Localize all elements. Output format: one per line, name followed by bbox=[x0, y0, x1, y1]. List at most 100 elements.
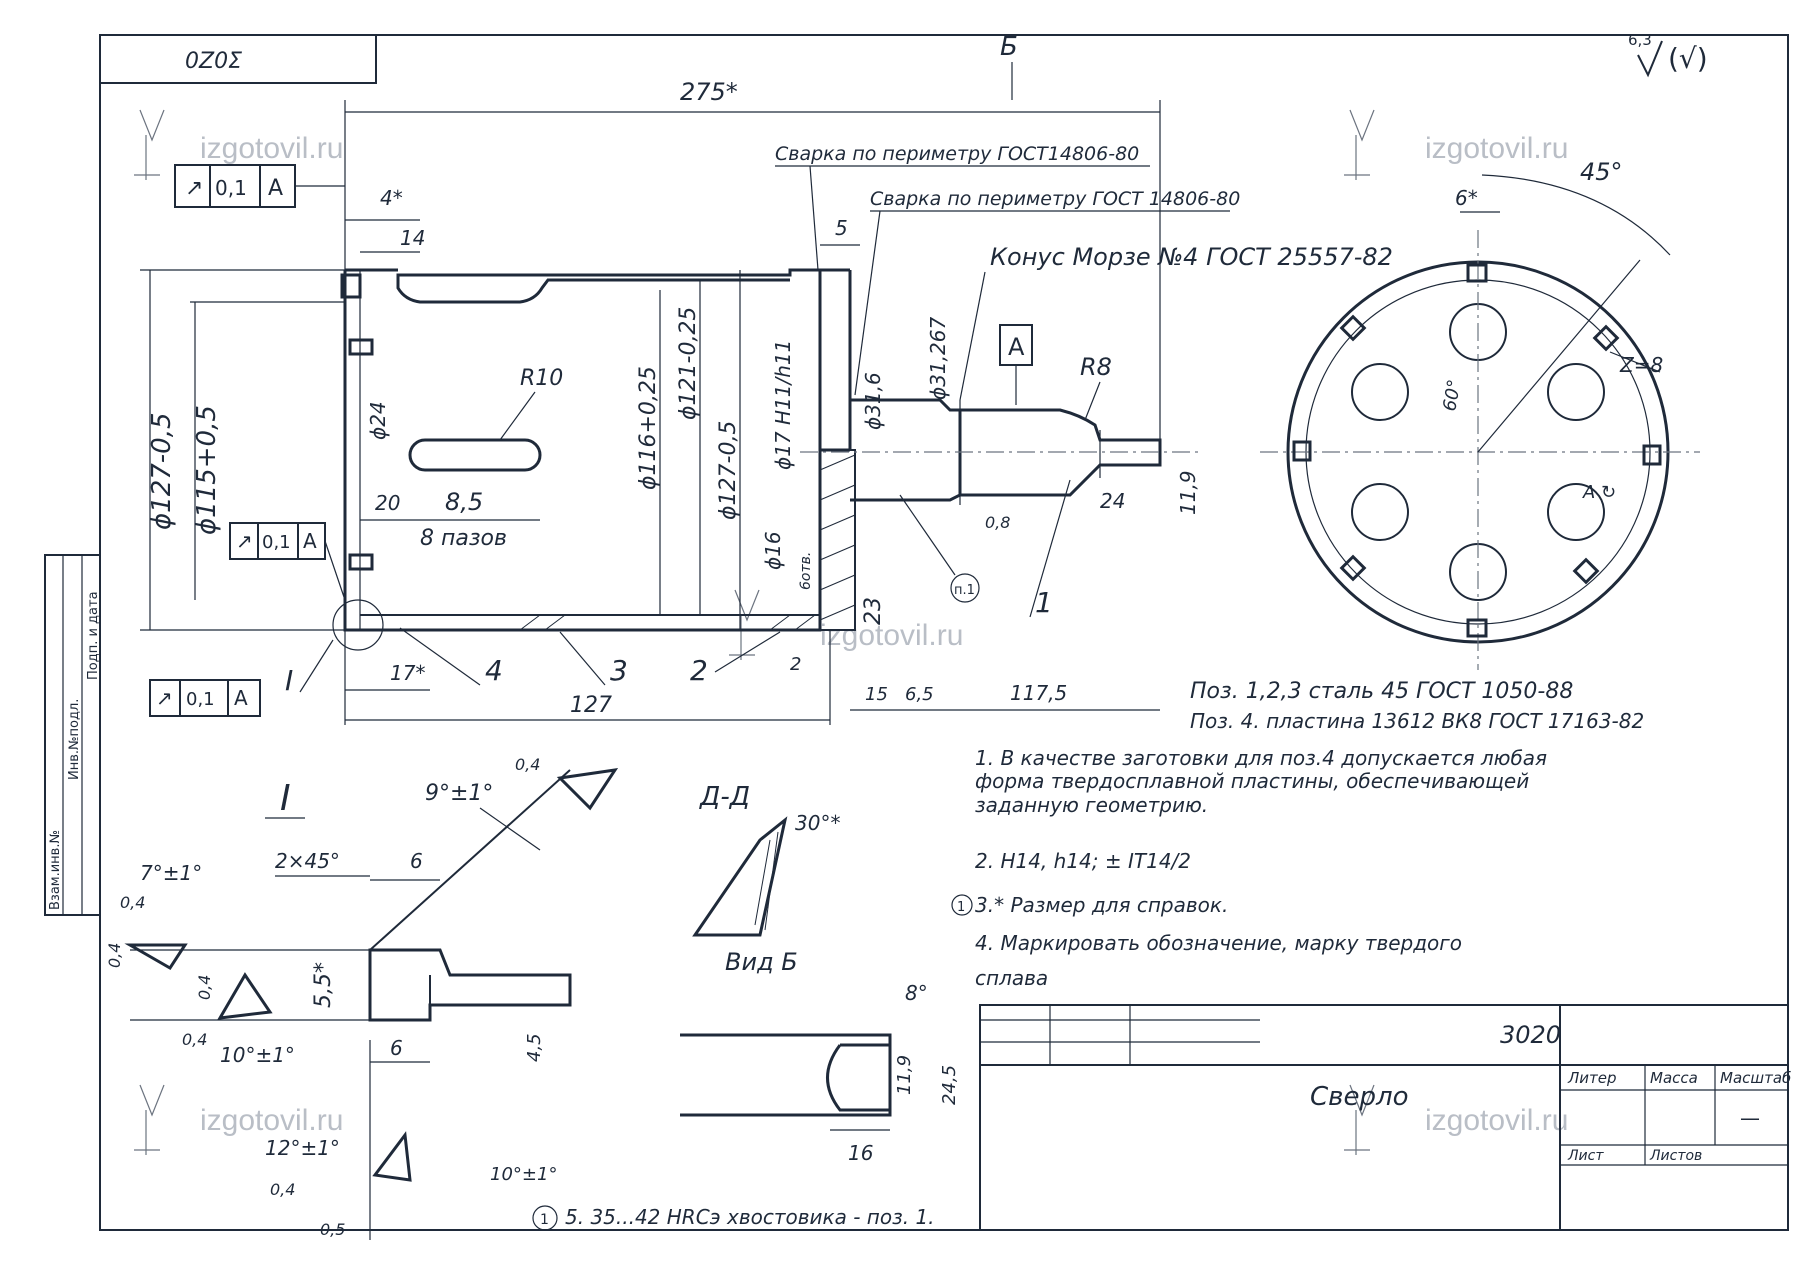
svg-text:2: 2 bbox=[790, 654, 801, 675]
svg-text:Листов: Листов bbox=[1649, 1148, 1702, 1164]
svg-text:0,1: 0,1 bbox=[262, 532, 291, 553]
svg-text:11,9: 11,9 bbox=[894, 1055, 915, 1095]
svg-text:ϕ116+0,25: ϕ116+0,25 bbox=[636, 366, 661, 490]
svg-text:1: 1 bbox=[540, 1212, 549, 1228]
detail-view: I 0,4 9°±1° 2×45° 6 7°±1° 0,4 0,4 0,4 0,… bbox=[105, 755, 619, 1240]
detail-marker-circle bbox=[332, 599, 384, 651]
svg-text:0,4: 0,4 bbox=[515, 755, 540, 774]
svg-text:15: 15 bbox=[865, 684, 888, 705]
svg-text:14: 14 bbox=[400, 226, 425, 250]
watermark-1: izgotovil.ru bbox=[134, 109, 343, 180]
svg-text:Масштаб: Масштаб bbox=[1720, 1069, 1791, 1087]
svg-text:4: 4 bbox=[485, 654, 503, 687]
svg-text:Масса: Масса bbox=[1650, 1069, 1698, 1087]
svg-text:127: 127 bbox=[570, 693, 612, 718]
svg-text:30°*: 30°* bbox=[795, 811, 840, 835]
note-ref-circle bbox=[950, 573, 980, 603]
svg-text:форма твердосплавной пластины,: форма твердосплавной пластины, обеспечив… bbox=[975, 769, 1529, 793]
watermark-4: izgotovil.ru bbox=[134, 1084, 343, 1155]
doc-code: 3020 bbox=[1500, 1021, 1561, 1049]
svg-text:Литер: Литер bbox=[1567, 1069, 1617, 1087]
svg-text:3: 3 bbox=[610, 654, 628, 687]
svg-text:R8: R8 bbox=[1080, 353, 1112, 381]
slots-count: 8 пазов bbox=[420, 526, 507, 551]
svg-text:24,5: 24,5 bbox=[939, 1065, 960, 1105]
svg-text:ϕ31,267: ϕ31,267 bbox=[926, 317, 950, 400]
svg-text:10°±1°: 10°±1° bbox=[220, 1043, 295, 1067]
svg-text:7°±1°: 7°±1° bbox=[140, 861, 202, 885]
material-line-1: Поз. 1,2,3 сталь 45 ГОСТ 1050-88 bbox=[1190, 679, 1573, 704]
detail-title: I bbox=[280, 778, 291, 819]
watermark-5: izgotovil.ru bbox=[1344, 1084, 1568, 1155]
svg-text:izgotovil.ru: izgotovil.ru bbox=[820, 619, 963, 652]
svg-text:60°: 60° bbox=[1439, 378, 1465, 413]
svg-text:заданную геометрию.: заданную геометрию. bbox=[975, 793, 1208, 817]
main-view bbox=[340, 268, 1200, 632]
svg-text:↗: ↗ bbox=[156, 686, 173, 710]
dim-dia127: ϕ127-0,5 bbox=[147, 412, 177, 530]
gdt-frame-1: ↗ 0,1 А bbox=[174, 164, 345, 208]
side-stamp bbox=[44, 554, 101, 916]
svg-text:16: 16 bbox=[848, 1141, 873, 1165]
side-stamp-2: Инв.№подл. bbox=[67, 699, 82, 780]
svg-text:izgotovil.ru: izgotovil.ru bbox=[200, 132, 343, 165]
svg-text:12°±1°: 12°±1° bbox=[265, 1136, 340, 1160]
section-letter: Б bbox=[1000, 32, 1018, 62]
insert-mid-2 bbox=[348, 553, 374, 571]
svg-text:ϕ121-0,25: ϕ121-0,25 bbox=[676, 307, 701, 420]
svg-text:↗: ↗ bbox=[185, 176, 203, 201]
svg-text:4*: 4* bbox=[380, 186, 403, 210]
hardness-note-circle bbox=[532, 1205, 558, 1231]
svg-text:п.1: п.1 bbox=[954, 583, 975, 598]
section-dd: Д-Д 30°* Вид Б bbox=[692, 782, 840, 976]
gdt-frame-2: ↗ 0,1 А bbox=[229, 522, 346, 601]
svg-text:0,1: 0,1 bbox=[186, 689, 215, 710]
part-name: Сверло bbox=[1310, 1082, 1409, 1112]
watermark-2: izgotovil.ru bbox=[1344, 109, 1568, 180]
end-view: 45° 6* Z=8 60° А ↻ bbox=[1260, 158, 1700, 670]
svg-text:0,4: 0,4 bbox=[105, 943, 124, 968]
svg-text:izgotovil.ru: izgotovil.ru bbox=[200, 1104, 343, 1137]
svg-text:ϕ16: ϕ16 bbox=[761, 531, 785, 570]
svg-text:2. H14, h14; ± IT14/2: 2. H14, h14; ± IT14/2 bbox=[975, 849, 1191, 873]
svg-text:—: — bbox=[1740, 1106, 1760, 1130]
view-mark: I bbox=[285, 664, 293, 697]
svg-text:6,5: 6,5 bbox=[905, 684, 934, 705]
svg-text:Д-Д: Д-Д bbox=[699, 782, 750, 812]
svg-text:ϕ24: ϕ24 bbox=[366, 401, 390, 440]
svg-text:0,5: 0,5 bbox=[320, 1220, 345, 1239]
corner-code-box bbox=[99, 34, 377, 84]
material-line-2: Поз. 4. пластина 13612 ВК8 ГОСТ 17163-82 bbox=[1190, 709, 1644, 733]
roughness-check-icon bbox=[1637, 40, 1663, 78]
svg-text:0,8: 0,8 bbox=[985, 513, 1010, 532]
svg-text:6: 6 bbox=[390, 1036, 403, 1060]
weld-note-1: Сварка по периметру ГОСТ14806-80 bbox=[775, 143, 1139, 165]
svg-text:10°±1°: 10°±1° bbox=[490, 1164, 557, 1185]
svg-text:8°: 8° bbox=[905, 981, 928, 1005]
position-leaders: 4 3 2 1 п.1 bbox=[399, 479, 1071, 687]
svg-text:0,4: 0,4 bbox=[270, 1180, 295, 1199]
svg-text:1. В качестве заготовки для: 1. В качестве заготовки для поз.4 допуск… bbox=[975, 746, 1547, 770]
svg-text:0,4: 0,4 bbox=[120, 893, 145, 912]
svg-text:6отв.: 6отв. bbox=[798, 552, 814, 590]
svg-text:izgotovil.ru: izgotovil.ru bbox=[1425, 132, 1568, 165]
technical-notes: 1. В качестве заготовки для поз.4 допуск… bbox=[951, 746, 1547, 990]
roughness-value: 6,3 bbox=[1628, 31, 1652, 49]
svg-text:24: 24 bbox=[1100, 489, 1125, 513]
svg-text:4,5: 4,5 bbox=[524, 1033, 545, 1062]
hardness-note: 5. 35...42 HRCэ хвостовика - поз. 1. bbox=[565, 1205, 935, 1229]
svg-text:А: А bbox=[234, 686, 248, 710]
weld-note-2: Сварка по периметру ГОСТ 14806-80 bbox=[870, 188, 1240, 210]
svg-text:5: 5 bbox=[835, 216, 848, 240]
svg-text:сплава: сплава bbox=[975, 966, 1048, 990]
svg-text:А: А bbox=[303, 529, 317, 553]
svg-text:11,9: 11,9 bbox=[1176, 470, 1200, 515]
svg-text:izgotovil.ru: izgotovil.ru bbox=[1425, 1104, 1568, 1137]
svg-text:ϕ31,6: ϕ31,6 bbox=[861, 372, 885, 430]
svg-text:ϕ17 H11/h11: ϕ17 H11/h11 bbox=[771, 340, 795, 470]
svg-text:3.* Размер для справок.: 3.* Размер для справок. bbox=[975, 893, 1228, 917]
morse-cone-note: Конус Морзе №4 ГОСТ 25557-82 bbox=[990, 243, 1393, 271]
gdt-frame-3: ↗ 0,1 А bbox=[149, 679, 261, 717]
datum-a: А bbox=[1008, 333, 1025, 361]
